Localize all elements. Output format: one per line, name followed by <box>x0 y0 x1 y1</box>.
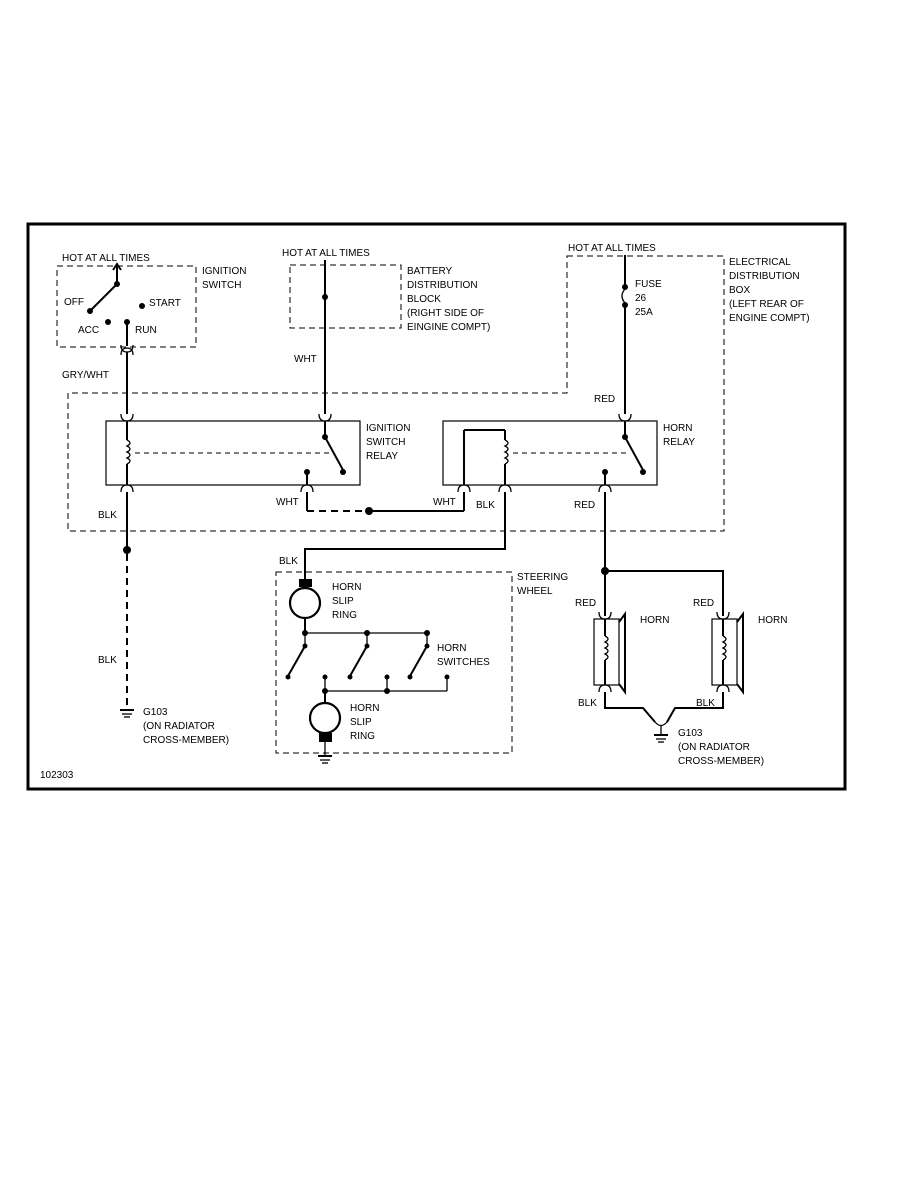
horn-left-coil <box>603 635 609 661</box>
steering-wheel-label-1: STEERING <box>517 572 568 583</box>
ground-left-line3: CROSS-MEMBER) <box>143 735 229 746</box>
diagram-frame <box>26 222 847 791</box>
ground-right-line3: CROSS-MEMBER) <box>678 756 764 767</box>
horn-right-coil <box>721 635 727 661</box>
steering-ground-symbol <box>318 755 332 764</box>
slip-ring-top-label-1: HORN <box>332 582 361 593</box>
ignition-switch-start-contact <box>139 303 145 309</box>
fuse-label: FUSE <box>635 279 662 290</box>
slip-ring-bottom-label-1: HORN <box>350 703 379 714</box>
ignition-switch-blade <box>89 283 118 312</box>
ignition-start-label: START <box>149 298 181 309</box>
battery-block-node <box>322 294 328 300</box>
battery-block-label-2: DISTRIBUTION <box>407 280 478 291</box>
wire-blk-horn-relay-label: BLK <box>476 500 495 511</box>
horn-switch-2 <box>347 633 390 680</box>
ignition-acc-label: ACC <box>78 325 99 336</box>
battery-block-label-5: EINGINE COMPT) <box>407 322 490 333</box>
diagram-id: 102303 <box>40 770 74 781</box>
ignition-switch-acc-contact <box>105 319 111 325</box>
slip-ring-top-label-3: RING <box>332 610 357 621</box>
wht-splice <box>365 507 373 515</box>
wire-gry-wht-label: GRY/WHT <box>62 370 109 381</box>
ignition-switch-relay: IGNITION SWITCH RELAY <box>105 413 410 493</box>
wire-wht-ign-relay-out-label: WHT <box>276 497 299 508</box>
distribution-box-label-4: (LEFT REAR OF <box>729 299 804 310</box>
distribution-box-outline <box>67 255 725 532</box>
distribution-box-label-5: ENGINE COMPT) <box>729 313 810 324</box>
ground-right-id: G103 <box>678 728 703 739</box>
ignition-switch-label-1: IGNITION <box>202 266 246 277</box>
battery-hot-label: HOT AT ALL TIMES <box>282 248 370 259</box>
slip-ring-top-label-2: SLIP <box>332 596 354 607</box>
wire-red-fuse-label: RED <box>594 394 615 405</box>
battery-block-label-4: (RIGHT SIDE OF <box>407 308 484 319</box>
horn-switches-label-1: HORN <box>437 643 466 654</box>
ignition-switch-arrow <box>112 262 122 282</box>
steering-wheel-label-2: WHEEL <box>517 586 553 597</box>
ground-left-line2: (ON RADIATOR <box>143 721 215 732</box>
ignition-hot-label: HOT AT ALL TIMES <box>62 253 150 264</box>
fuse-26: FUSE 26 25A <box>621 255 662 414</box>
battery-distribution-block: HOT AT ALL TIMES BATTERY DISTRIBUTION BL… <box>282 248 490 414</box>
slip-ring-bottom-label-3: RING <box>350 731 375 742</box>
ignition-relay-label-2: SWITCH <box>366 437 405 448</box>
horn-relay-label-2: RELAY <box>663 437 695 448</box>
steering-wheel: STEERING WHEEL HORN SLIP RING <box>275 571 568 764</box>
battery-block-label-1: BATTERY <box>407 266 453 277</box>
wire-red-horn-right-label: RED <box>693 598 714 609</box>
ignition-switch-label-2: SWITCH <box>202 280 241 291</box>
steering-wheel-box <box>275 571 513 754</box>
horn-right-label: HORN <box>758 615 787 626</box>
wire-blk-steering <box>304 492 506 580</box>
ignition-switch: HOT AT ALL TIMES IGNITION SWITCH OFF STA… <box>56 253 246 356</box>
fuse-rating: 25A <box>635 307 653 318</box>
battery-block-label-3: BLOCK <box>407 294 441 305</box>
horn-left: HORN <box>593 611 669 695</box>
fuse-number: 26 <box>635 293 647 304</box>
ignition-relay-label-3: RELAY <box>366 451 398 462</box>
distribution-box-label-3: BOX <box>729 285 750 296</box>
horn-relay-label-1: HORN <box>663 423 692 434</box>
horn-switch-3 <box>407 633 450 680</box>
ignition-relay-label-1: IGNITION <box>366 423 410 434</box>
ground-left-id: G103 <box>143 707 168 718</box>
ground-left-splice <box>123 546 131 554</box>
wire-blk-ground-left-label: BLK <box>98 655 117 666</box>
wire-blk-steering-label: BLK <box>279 556 298 567</box>
ignition-relay-coil <box>125 439 131 465</box>
wire-red-horn-left-label: RED <box>575 598 596 609</box>
ground-right-symbol <box>654 734 668 743</box>
horn-left-label: HORN <box>640 615 669 626</box>
horn-relay: HORN RELAY <box>442 413 695 493</box>
horn-switches-label-2: SWITCHES <box>437 657 490 668</box>
slip-ring-top <box>288 586 322 620</box>
fuse-hot-label: HOT AT ALL TIMES <box>568 243 656 254</box>
wire-blk-ign-relay-label: BLK <box>98 510 117 521</box>
slip-ring-bottom-label-2: SLIP <box>350 717 372 728</box>
wire-wht-battery-label: WHT <box>294 354 317 365</box>
distribution-box-label-1: ELECTRICAL <box>729 257 791 268</box>
horn-relay-box <box>442 420 658 486</box>
battery-block-box <box>289 264 402 329</box>
ground-right-line2: (ON RADIATOR <box>678 742 750 753</box>
distribution-box-label-2: DISTRIBUTION <box>729 271 800 282</box>
horn-right: HORN <box>711 611 787 695</box>
wire-wht-horn-relay-in-label: WHT <box>433 497 456 508</box>
wire-blk-horn-right-label: BLK <box>696 698 715 709</box>
ignition-relay-box <box>105 420 361 486</box>
ignition-run-label: RUN <box>135 325 157 336</box>
horn-switch-1 <box>285 633 328 680</box>
wire-blk-horn-left-label: BLK <box>578 698 597 709</box>
horn-relay-coil <box>503 439 509 465</box>
wire-red-horn-relay-out-label: RED <box>574 500 595 511</box>
ignition-switch-off-contact <box>87 308 93 314</box>
ignition-off-label: OFF <box>64 297 84 308</box>
ground-left-symbol <box>120 709 134 718</box>
slip-ring-bottom <box>308 701 342 735</box>
